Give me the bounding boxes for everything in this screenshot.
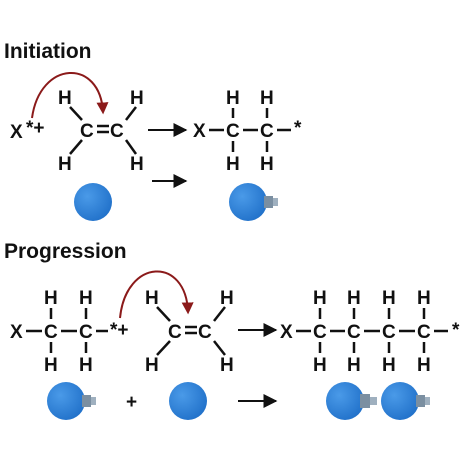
atom-c: C — [382, 322, 396, 343]
bond-line — [213, 340, 226, 356]
growing-chain: X C C *+ H H H H — [10, 288, 129, 376]
connector-plug-icon — [425, 397, 430, 405]
atom-c: C — [79, 322, 93, 343]
atom-x: X — [280, 322, 293, 343]
atom-c: C — [417, 322, 431, 343]
initiated-radical: X C C * H H H H — [193, 88, 302, 175]
blue-sphere-icon — [326, 382, 364, 420]
atom-h: H — [145, 355, 159, 376]
atom-h: H — [260, 154, 274, 175]
initiator-radical-plus: *+ — [26, 118, 45, 139]
electron-curved-arrow — [119, 270, 194, 319]
atom-c: C — [80, 121, 94, 142]
bond-line — [125, 106, 137, 121]
atom-c: C — [347, 322, 361, 343]
connector-plug-icon — [416, 395, 425, 407]
blue-sphere-icon — [381, 382, 419, 420]
atom-h: H — [220, 288, 234, 309]
atom-h: H — [220, 355, 234, 376]
radical-plus: *+ — [110, 320, 129, 341]
connector-plug-icon — [360, 394, 370, 408]
bond-line — [156, 340, 171, 356]
atom-c: C — [168, 322, 182, 343]
atom-h: H — [44, 355, 58, 376]
bond-line — [69, 139, 83, 155]
ethylene-monomer: H H H H C C — [58, 88, 144, 175]
atom-h: H — [226, 88, 240, 109]
atom-h: H — [417, 355, 431, 376]
atom-c: C — [226, 121, 240, 142]
atom-c: C — [260, 121, 274, 142]
bond-line — [213, 306, 226, 322]
atom-c: C — [198, 322, 212, 343]
progression-title: Progression — [4, 240, 127, 263]
initiator-x: X — [10, 122, 23, 143]
bead-with-connector — [229, 183, 278, 221]
ethylene-monomer: H H H H C C — [145, 288, 234, 376]
joined-beads — [326, 382, 430, 420]
atom-c: C — [313, 322, 327, 343]
atom-h: H — [382, 288, 396, 309]
initiation-title: Initiation — [4, 40, 92, 63]
atom-h: H — [145, 288, 159, 309]
plus-sign: + — [126, 392, 137, 413]
atom-h: H — [79, 355, 93, 376]
radical-star: * — [294, 118, 302, 139]
atom-h: H — [130, 88, 144, 109]
atom-h: H — [79, 288, 93, 309]
blue-sphere-icon — [169, 382, 207, 420]
atom-h: H — [130, 154, 144, 175]
atom-x: X — [10, 322, 23, 343]
blue-sphere-icon — [47, 382, 85, 420]
atom-h: H — [382, 355, 396, 376]
atom-h: H — [226, 154, 240, 175]
atom-h: H — [58, 88, 72, 109]
atom-c: C — [110, 121, 124, 142]
blue-sphere-icon — [74, 183, 112, 221]
atom-h: H — [417, 288, 431, 309]
connector-plug-icon — [273, 198, 278, 206]
connector-plug-icon — [370, 397, 377, 405]
bond-line — [124, 139, 138, 155]
connector-plug-icon — [82, 395, 91, 407]
atom-h: H — [347, 355, 361, 376]
atom-c: C — [44, 322, 58, 343]
connector-plug-icon — [264, 196, 273, 208]
electron-curved-arrow — [31, 72, 109, 119]
connector-plug-icon — [91, 397, 96, 405]
bead-with-connector — [47, 382, 96, 420]
extended-chain: X C C C C * H H H H H H H H — [280, 288, 460, 376]
bond-line — [69, 106, 83, 121]
atom-x: X — [193, 121, 206, 142]
radical-star: * — [452, 320, 460, 341]
atom-h: H — [313, 355, 327, 376]
atom-h: H — [313, 288, 327, 309]
atom-h: H — [44, 288, 58, 309]
blue-sphere-icon — [229, 183, 267, 221]
atom-h: H — [58, 154, 72, 175]
atom-h: H — [260, 88, 274, 109]
bond-line — [156, 306, 171, 322]
atom-h: H — [347, 288, 361, 309]
